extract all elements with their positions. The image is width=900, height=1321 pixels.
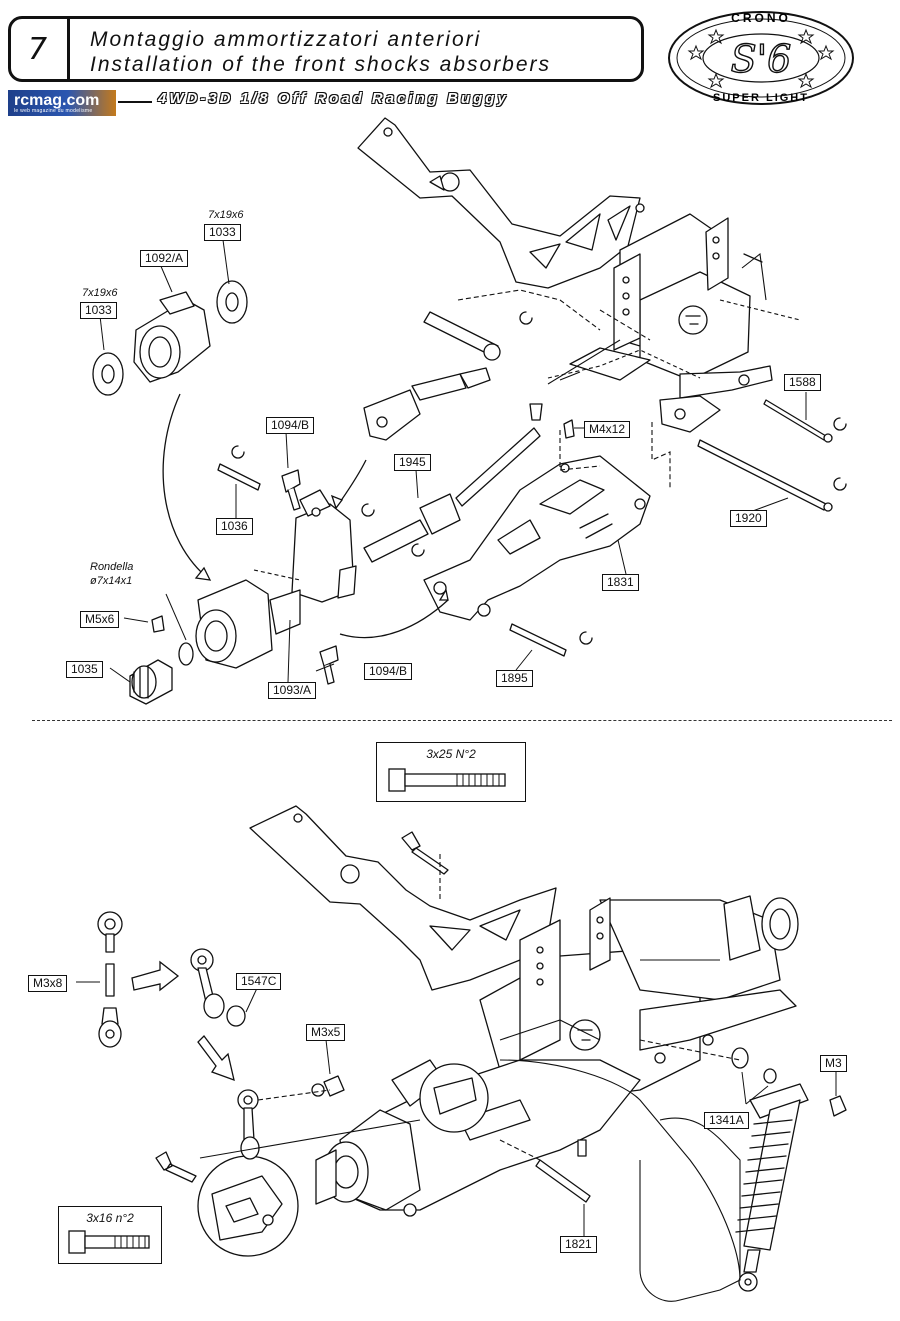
label-screw-1094b-top: 1094/B	[266, 417, 315, 434]
label-shaft-1945: 1945	[394, 454, 431, 471]
upper-link	[364, 312, 500, 440]
label-washer-size: ø7x14x1	[90, 575, 133, 587]
label-nut-1035: 1035	[66, 661, 103, 678]
pin-1821	[536, 1160, 590, 1202]
assembly-lines-bottom	[200, 854, 740, 1301]
label-bearing-b: 1033	[80, 302, 117, 319]
label-washer-title: Rondella	[90, 561, 134, 573]
badge-center-text: S'6	[731, 37, 792, 81]
hinge-pins	[218, 400, 832, 656]
hub-carrier-lower	[196, 580, 272, 668]
label-screw-1094b-bottom: 1094/B	[364, 663, 413, 680]
screw-3x16	[156, 1152, 196, 1182]
label-carrier-1092a: 1092/A	[140, 250, 189, 267]
label-pin-1920: 1920	[730, 510, 767, 527]
label-spacer-1341a: 1341A	[704, 1112, 749, 1129]
title-italian: Montaggio ammortizzatori anteriori	[90, 28, 482, 51]
title-english: Installation of the front shocks absorbe…	[90, 53, 552, 76]
label-pin-1821: 1821	[560, 1236, 597, 1253]
axle-nut-washer	[130, 643, 193, 704]
front-gearbox	[570, 214, 772, 432]
callout-3x16: 3x16 n°2	[58, 1206, 162, 1264]
subtitle-rule	[118, 101, 152, 103]
badge-bottom-text: SUPER LIGHT	[713, 92, 809, 104]
badge-top-text: CRONO	[731, 11, 791, 25]
label-pin-1588: 1588	[784, 374, 821, 391]
label-bearing-size-a: 7x19x6	[208, 209, 244, 221]
callout-3x25-text: 3x25 N°2	[426, 747, 476, 761]
leader-lines	[100, 240, 806, 682]
hub-assembled	[316, 1060, 444, 1210]
bearings-upper	[93, 281, 247, 395]
label-block-1093a: 1093/A	[268, 682, 317, 699]
ball-rod-kit	[98, 912, 344, 1159]
top-plate-assembled	[250, 806, 556, 990]
step-title-box	[8, 16, 644, 82]
crono-badge: CRONO S'6 SUPER LIGHT	[668, 11, 854, 105]
small-screws	[152, 420, 574, 684]
rcmag-logo[interactable]: rcmag.com le web magazine du modelisme	[8, 90, 116, 116]
logo-text: rcmag.com	[14, 92, 100, 109]
assembly-lines	[254, 254, 800, 580]
leader-lines-bottom	[76, 982, 836, 1236]
callout-3x16-text: 3x16 n°2	[86, 1211, 134, 1225]
label-screw-m3x5: M3x5	[306, 1024, 346, 1041]
step-number: 7	[8, 16, 70, 82]
lower-arm	[424, 456, 650, 620]
detail-zoom	[198, 1064, 488, 1256]
label-cap-1547c: 1547C	[236, 973, 282, 990]
label-pin-1895: 1895	[496, 670, 533, 687]
callout-3x25: 3x25 N°2	[376, 742, 526, 802]
drive-shaft	[364, 404, 542, 562]
shock-absorber	[732, 1048, 846, 1291]
top-plate	[358, 118, 644, 288]
rod-arrows	[132, 962, 234, 1080]
label-grub-m5x6: M5x6	[80, 611, 120, 628]
section-divider	[32, 720, 892, 721]
screw-3x25	[402, 832, 448, 874]
screw-3x25-drawing	[388, 768, 506, 792]
label-bearing-a: 1033	[204, 224, 241, 241]
arrow-heads	[196, 496, 448, 600]
subtitle: 4WD-3D 1/8 Off Road Racing Buggy	[158, 90, 509, 107]
hub-carrier-upper	[134, 292, 210, 382]
label-screw-m4x12: M4x12	[584, 421, 631, 438]
logo-tagline: le web magazine du modelisme	[14, 108, 93, 114]
label-rod-m3x8: M3x8	[28, 975, 68, 992]
label-bearing-size-b: 7x19x6	[82, 287, 118, 299]
screw-3x16-drawing	[68, 1230, 150, 1254]
label-pin-1036: 1036	[216, 518, 253, 535]
circlips	[232, 312, 846, 644]
grub-screw	[578, 1140, 586, 1156]
label-arm-1831: 1831	[602, 574, 639, 591]
steering-block	[270, 490, 356, 634]
front-gearbox-assembled	[480, 896, 798, 1100]
label-nut-m3: M3	[820, 1055, 847, 1072]
